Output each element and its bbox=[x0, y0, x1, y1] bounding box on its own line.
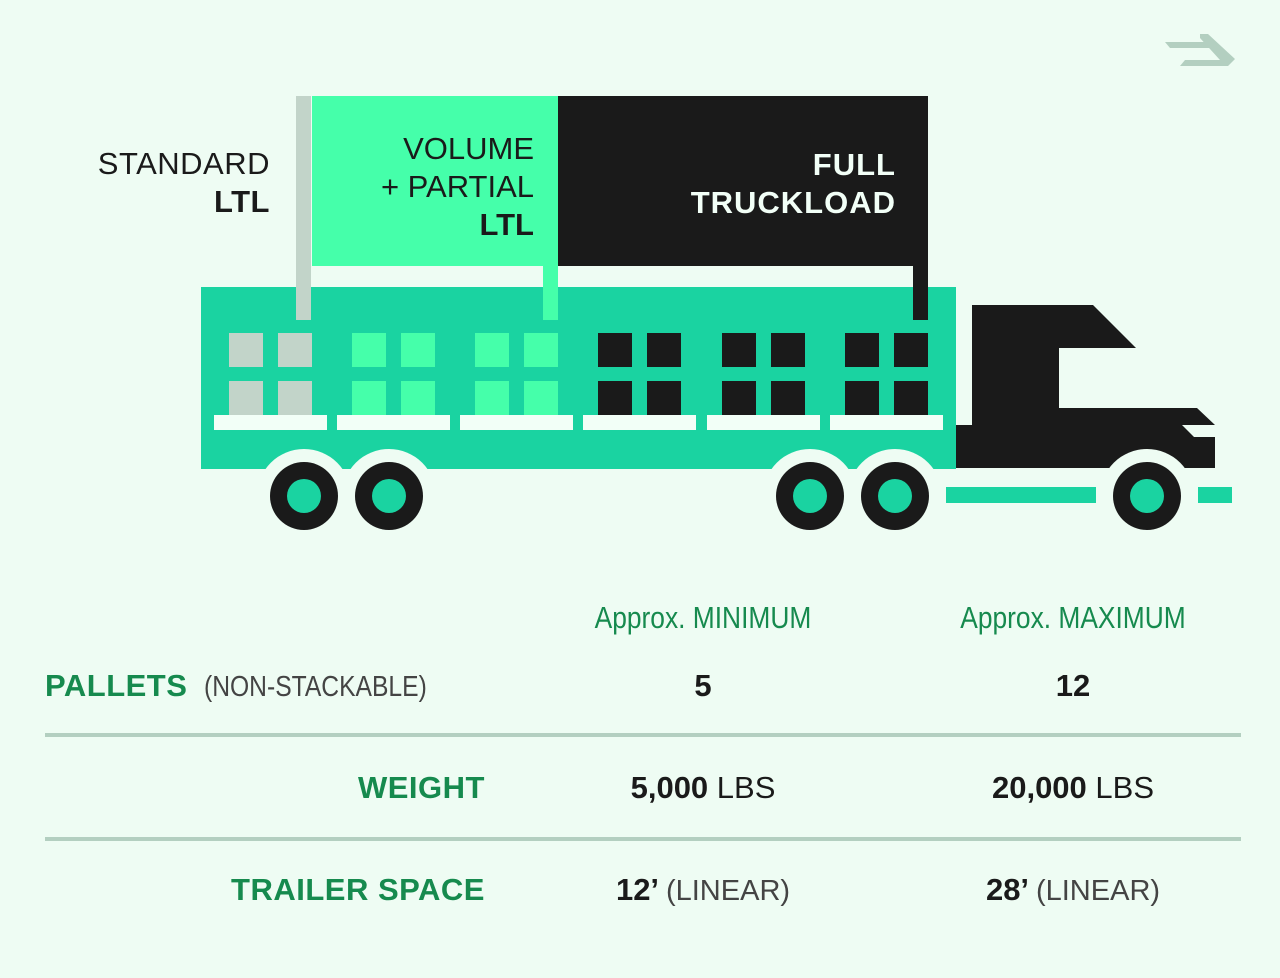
pallet-bases bbox=[214, 415, 943, 430]
row-pallets-label: PALLETS (NON-STACKABLE) bbox=[45, 668, 466, 704]
trailer-space-max: 28’ (LINEAR) bbox=[923, 872, 1223, 908]
volume-partial-ltl-label: VOLUME + PARTIAL LTL bbox=[312, 96, 558, 266]
volume-line1: VOLUME bbox=[403, 131, 534, 166]
trailer-space-min-unit: (LINEAR) bbox=[665, 875, 791, 907]
standard-marker bbox=[296, 96, 311, 320]
arrow-logo-icon bbox=[1165, 34, 1235, 66]
weight-min: 5,000 LBS bbox=[553, 770, 853, 806]
divider bbox=[45, 837, 1241, 841]
trailer-body bbox=[201, 287, 956, 469]
ftl-line1: FULL bbox=[812, 147, 896, 182]
truck-cab bbox=[956, 305, 1215, 468]
pallets-sublabel: (NON-STACKABLE) bbox=[203, 671, 427, 703]
pallets-volume bbox=[352, 333, 558, 415]
weight-max-value: 20,000 bbox=[991, 770, 1087, 805]
header-maximum: Approx. MAXIMUM bbox=[960, 600, 1186, 635]
volume-line3: LTL bbox=[479, 207, 534, 242]
pallets-max: 12 bbox=[1055, 668, 1091, 703]
weight-label: WEIGHT bbox=[358, 770, 485, 805]
weight-max: 20,000 LBS bbox=[923, 770, 1223, 806]
standard-ltl-label: STANDARD LTL bbox=[40, 145, 270, 221]
pallets-min: 5 bbox=[694, 668, 712, 703]
trailer-space-min: 12’ (LINEAR) bbox=[553, 872, 853, 908]
volume-line2: + PARTIAL bbox=[380, 169, 534, 204]
standard-line2: LTL bbox=[213, 184, 270, 219]
weight-max-unit: LBS bbox=[1095, 770, 1155, 805]
ftl-marker bbox=[913, 266, 928, 320]
ftl-line2: TRUCKLOAD bbox=[690, 185, 896, 220]
trailer-space-max-value: 28’ bbox=[985, 872, 1028, 907]
pallets-label: PALLETS bbox=[45, 668, 188, 703]
divider bbox=[45, 733, 1241, 737]
trailer-space-min-value: 12’ bbox=[615, 872, 658, 907]
pallets-ftl bbox=[598, 333, 928, 415]
header-minimum: Approx. MINIMUM bbox=[594, 600, 812, 635]
pallets-standard bbox=[229, 333, 312, 415]
full-truckload-label: FULL TRUCKLOAD bbox=[558, 96, 928, 266]
truck-illustration bbox=[201, 96, 1232, 530]
standard-line1: STANDARD bbox=[97, 146, 270, 181]
weight-min-unit: LBS bbox=[716, 770, 776, 805]
trailer-space-max-unit: (LINEAR) bbox=[1035, 875, 1161, 907]
trailer-space-label: TRAILER SPACE bbox=[231, 872, 485, 907]
wheels bbox=[270, 462, 1181, 530]
weight-min-value: 5,000 bbox=[630, 770, 709, 805]
volume-marker bbox=[543, 266, 558, 320]
